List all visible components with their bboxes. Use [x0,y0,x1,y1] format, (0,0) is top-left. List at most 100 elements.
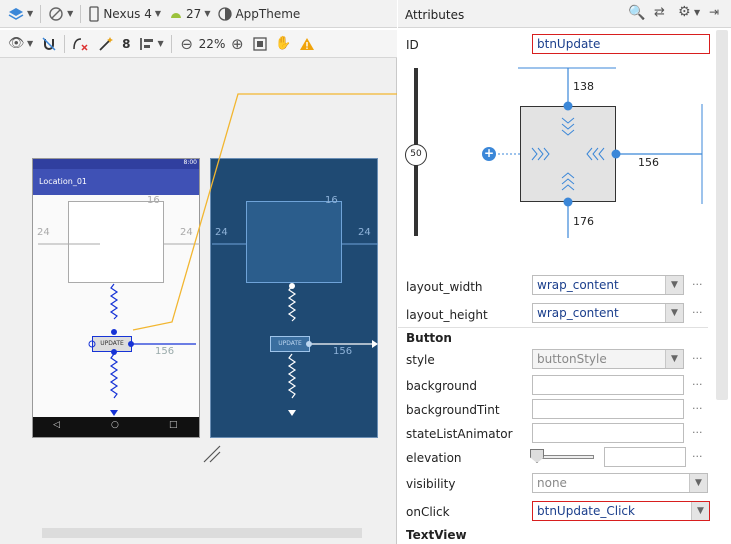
divider [398,327,708,328]
constraint-overlay [38,93,397,416]
dropdown-arrow-icon[interactable]: ▼ [665,350,683,368]
blueprint-preview[interactable]: 16 24 24 UPDATE 156 [210,158,378,438]
dropdown-arrow-icon[interactable]: ▼ [665,276,683,294]
margin-right-value[interactable]: 156 [638,156,659,169]
fit-screen-icon [253,36,267,51]
eye-icon: 👁 [8,36,25,51]
zoom-in-button[interactable]: ⊕ [225,33,249,55]
onclick-dropdown[interactable]: btnUpdate_Click ▼ [532,501,710,521]
hide-panel-icon[interactable]: ⇥ [709,5,720,19]
layers-icon [8,7,24,20]
style-dropdown[interactable]: buttonStyle ▼ [532,349,684,369]
warnings-button[interactable] [295,33,319,55]
pan-button[interactable]: ✋ [271,33,295,55]
theme-selector[interactable]: AppTheme [214,3,304,25]
blueprint-dim-top-label: 16 [325,195,338,206]
view-options-button[interactable]: 👁▼ [8,36,34,51]
device-selector[interactable]: Nexus 4▼ [84,3,165,25]
infer-constraints-button[interactable] [94,33,118,55]
onclick-label: onClick [406,505,450,519]
visibility-dropdown[interactable]: none ▼ [532,473,708,493]
id-label: ID [406,38,419,52]
nav-bar: ◁ ○ □ [33,417,199,437]
theme-icon [218,6,233,21]
autoconnect-button[interactable] [37,33,61,55]
image-view[interactable] [68,201,164,283]
attributes-header: Attributes 🔍 ⇄ ⚙ ▼ ⇥ [398,0,731,28]
back-icon: ◁ [53,420,60,430]
zoom-in-icon: ⊕ [231,34,244,53]
vertical-bias-slider[interactable]: 50 [405,144,427,166]
elevation-slider-thumb[interactable] [530,449,544,463]
margin-top-value[interactable]: 138 [573,80,594,93]
add-left-constraint-icon[interactable]: + [482,146,496,161]
zoom-out-button[interactable]: ⊖ [175,33,199,55]
visibility-label: visibility [406,477,456,491]
design-canvas[interactable]: 8:00 Location_01 16 24 24 UPDATE 156 ◁ ○… [0,58,397,544]
blueprint-dim-button-right-label: 156 [333,346,353,357]
swap-view-icon[interactable]: ⇄ [654,5,665,20]
state-list-animator-label: stateListAnimator [406,427,513,441]
elevation-field[interactable] [604,447,686,467]
layers-button[interactable]: ▼ [4,3,37,25]
blueprint-dim-right-label: 24 [358,227,371,238]
api-level: 27 [186,6,202,21]
recents-icon: □ [169,420,178,430]
zoom-fit-button[interactable] [249,33,271,55]
constraint-widget: 50 + 138 156 176 [398,60,716,238]
dim-right-label: 24 [180,227,193,238]
dropdown-arrow-icon[interactable]: ▼ [691,502,709,520]
api-selector[interactable]: 27▼ [165,3,214,25]
magic-wand-icon [99,36,114,51]
id-field[interactable]: btnUpdate [532,34,710,54]
default-margins-button[interactable]: 8 [118,33,134,55]
canvas-scrollbar[interactable] [42,528,362,538]
pack-button[interactable]: ▼ [135,33,168,55]
attributes-title: Attributes [405,8,465,22]
style-more-button[interactable]: ··· [692,352,703,365]
gear-menu-caret-icon[interactable]: ▼ [694,8,701,17]
search-icon[interactable]: 🔍 [628,5,646,21]
button-section-title: Button [406,331,452,345]
gear-icon[interactable]: ⚙ [678,4,691,20]
constraint-box [520,106,616,202]
rotate-icon [49,6,63,21]
background-label: background [406,379,477,393]
app-title: Location_01 [39,177,88,186]
layout-height-label: layout_height [406,308,488,322]
dropdown-arrow-icon[interactable]: ▼ [665,304,683,322]
dropdown-arrow-icon[interactable]: ▼ [689,474,707,492]
background-field[interactable] [532,375,684,395]
blueprint-image-view[interactable] [246,201,342,283]
layout-height-more-button[interactable]: ··· [692,306,703,319]
align-icon [139,37,153,50]
style-label: style [406,353,435,367]
design-preview[interactable]: 8:00 Location_01 16 24 24 UPDATE 156 ◁ ○… [32,158,200,438]
orientation-button[interactable]: ▼ [44,3,77,25]
theme-name: AppTheme [235,6,301,21]
state-list-animator-more-button[interactable]: ··· [692,426,703,439]
background-tint-more-button[interactable]: ··· [692,402,703,415]
layout-width-dropdown[interactable]: wrap_content ▼ [532,275,684,295]
clear-constraints-button[interactable] [68,33,94,55]
default-margin-value: 8 [122,36,131,51]
resize-handle-icon[interactable] [202,444,222,464]
elevation-label: elevation [406,451,462,465]
app-bar: Location_01 [33,169,199,195]
layout-height-dropdown[interactable]: wrap_content ▼ [532,303,684,323]
android-icon [171,12,182,18]
layout-width-more-button[interactable]: ··· [692,278,703,291]
dim-button-right-label: 156 [155,346,175,357]
elevation-more-button[interactable]: ··· [692,450,703,463]
dim-top-label: 16 [147,195,160,206]
state-list-animator-field[interactable] [532,423,684,443]
zoom-level: 22% [198,36,226,51]
background-tint-field[interactable] [532,399,684,419]
visibility-value: none [537,476,567,490]
margin-bottom-value[interactable]: 176 [573,215,594,228]
status-bar: 8:00 [33,159,199,169]
attributes-scrollbar[interactable] [716,30,728,400]
view-toolbar: 👁▼ 8 ▼ ⊖ 22% ⊕ ✋ [0,30,397,58]
background-more-button[interactable]: ··· [692,378,703,391]
device-name: Nexus 4 [103,6,152,21]
